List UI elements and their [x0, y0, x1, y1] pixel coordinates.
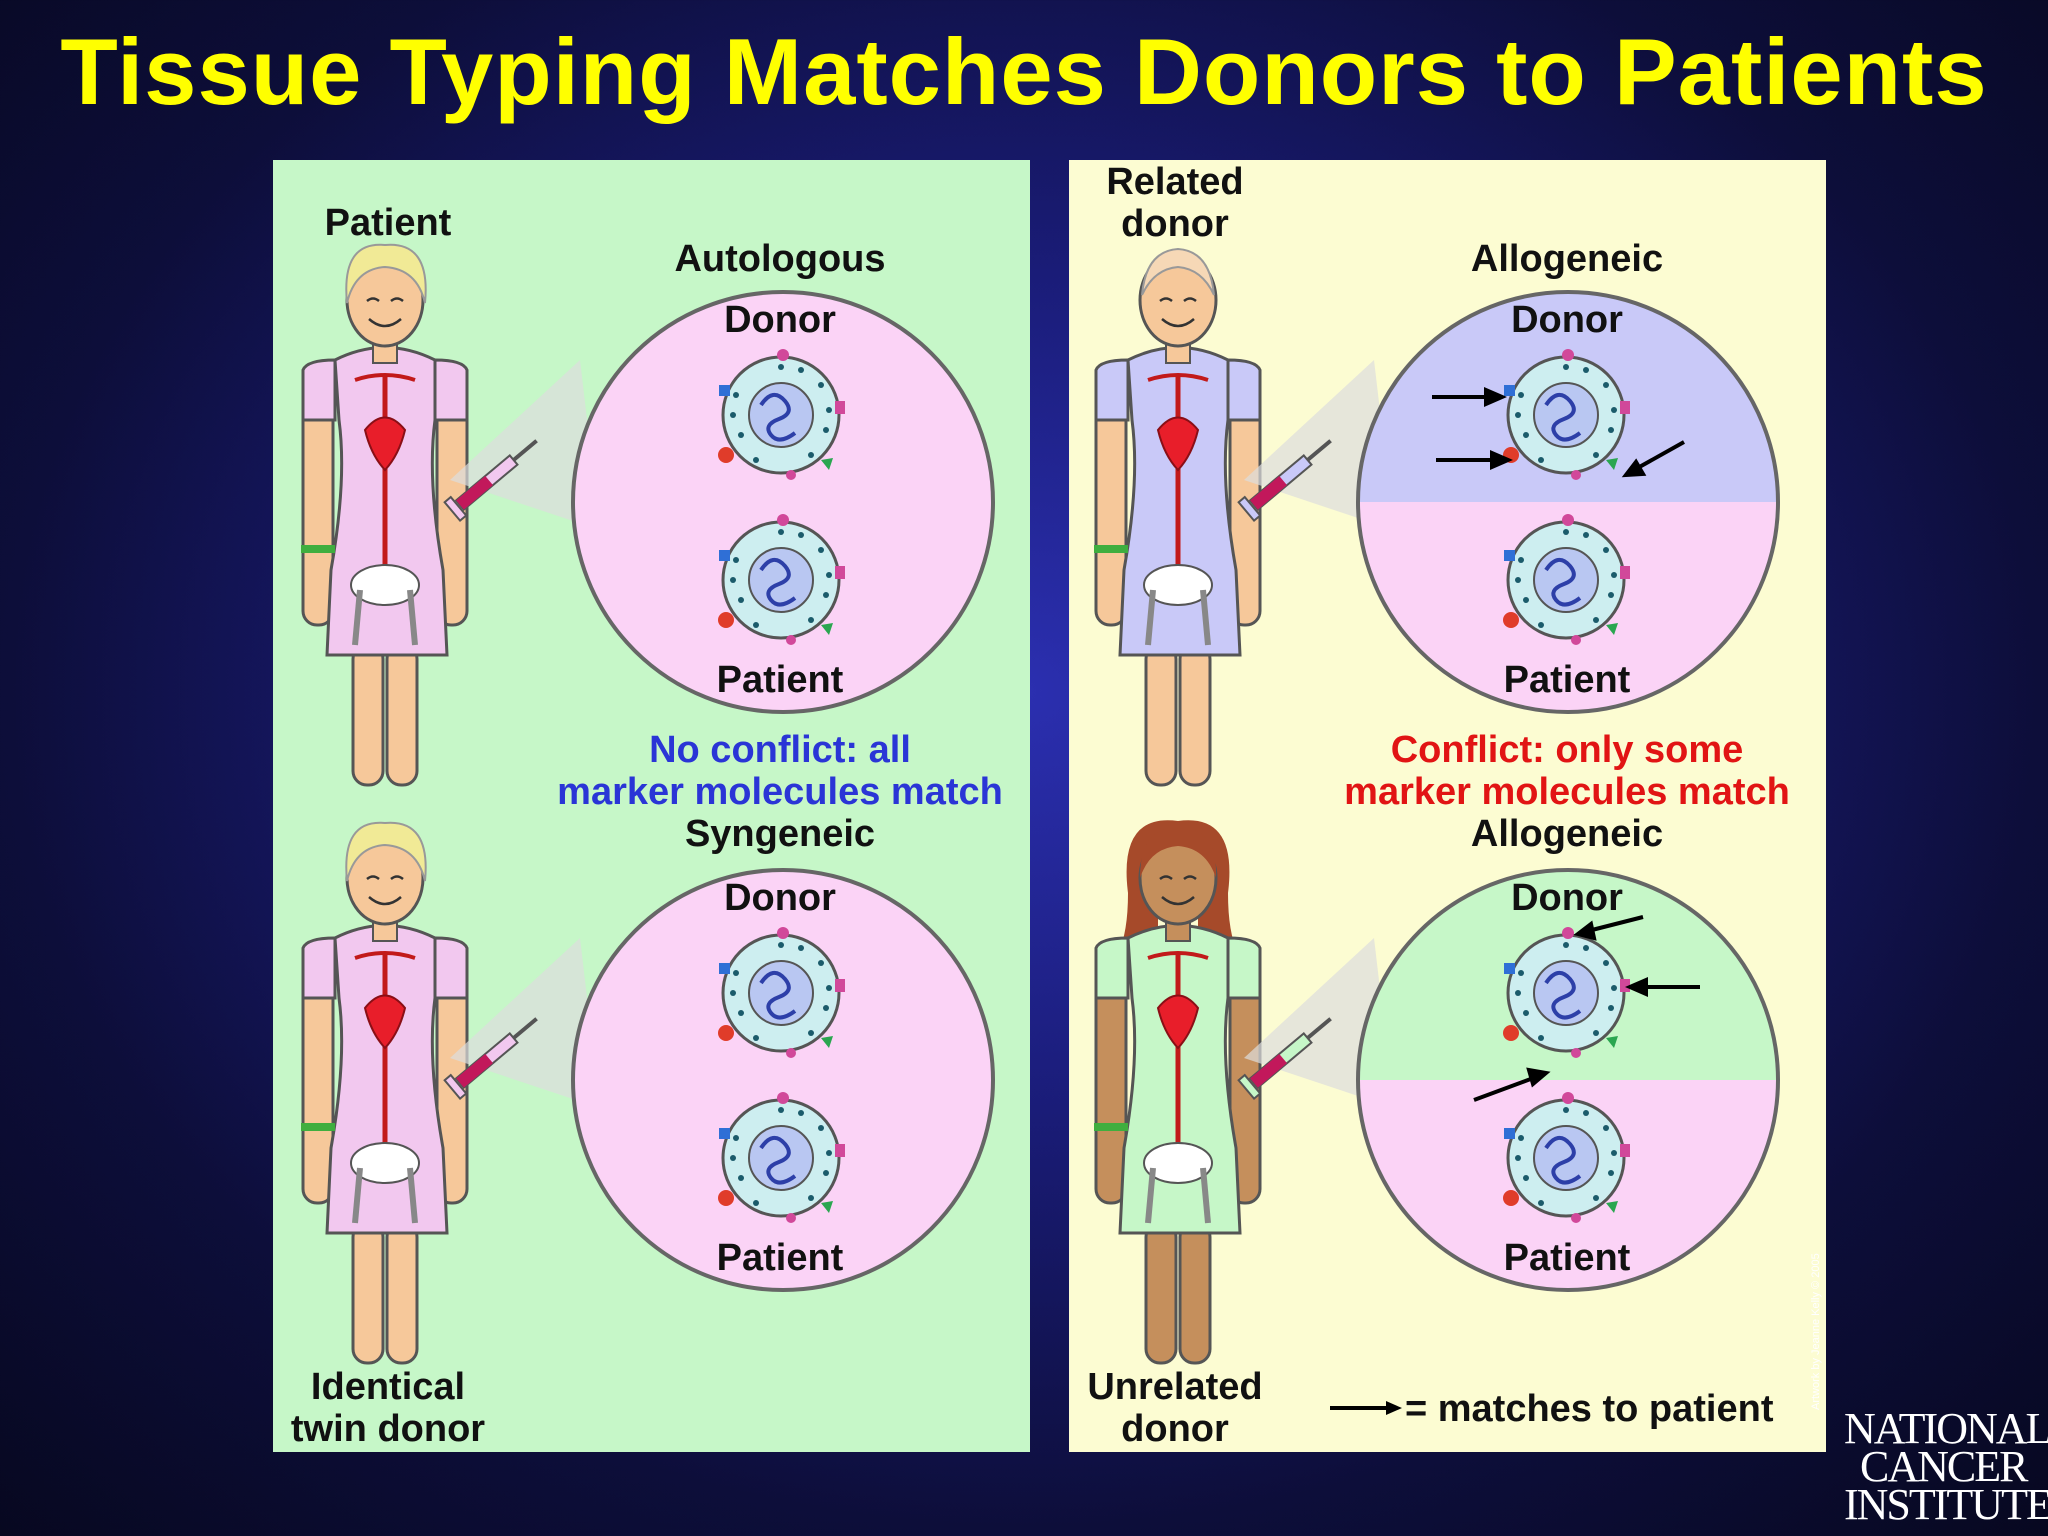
match-arrows-unrelated	[1473, 915, 1700, 1102]
unrelated-donor-figure	[1094, 820, 1262, 1365]
patient-label: Patient	[324, 202, 452, 244]
conflict-message: Conflict: only some marker molecules mat…	[1344, 729, 1790, 813]
autologous-donor-label: Donor	[724, 299, 836, 341]
syringe-icon	[443, 439, 538, 523]
arrow-icon	[1621, 440, 1685, 478]
nci-logo: NATIONAL CANCER INSTITUTE	[1844, 1404, 2048, 1529]
allogeneic-unrelated-circle	[1356, 868, 1780, 1292]
arrow-icon	[1432, 386, 1507, 408]
identical-twin-figure	[301, 821, 469, 1365]
artwork-credit: Artwork by Jeanne Kelly © 2005	[1810, 1253, 1822, 1410]
allogeneic-top-label: Allogeneic	[1470, 238, 1664, 280]
match-arrows-related	[1432, 386, 1685, 478]
syringe-icon	[1237, 1017, 1332, 1101]
unrelated-donor-label: Unrelated donor	[1087, 1366, 1263, 1450]
slide-title: Tissue Typing Matches Donors to Patients	[60, 19, 1988, 124]
syngeneic-label: Syngeneic	[684, 813, 876, 855]
patient-figure	[301, 243, 469, 787]
allogeneic-bottom-patient-label: Patient	[1503, 1237, 1631, 1279]
syngeneic-circle	[571, 868, 995, 1292]
syringe-cone-left-bottom	[443, 938, 600, 1108]
syringe-cone-left-top	[443, 360, 600, 530]
related-donor-label: Related donor	[1106, 161, 1244, 245]
allogeneic-top-donor-label: Donor	[1511, 299, 1623, 341]
allogeneic-bottom-donor-label: Donor	[1511, 877, 1623, 919]
allogeneic-top-patient-label: Patient	[1503, 659, 1631, 701]
syringe-icon	[443, 1017, 538, 1101]
legend-text: = matches to patient	[1405, 1388, 1774, 1430]
autologous-label: Autologous	[674, 238, 886, 280]
syngeneic-patient-label: Patient	[716, 1237, 844, 1279]
syringe-icon	[1237, 439, 1332, 523]
arrow-icon	[1573, 915, 1644, 941]
arrow-icon	[1625, 976, 1700, 998]
arrow-icon	[1436, 449, 1513, 471]
syngeneic-donor-label: Donor	[724, 877, 836, 919]
legend-arrow-icon	[1330, 1401, 1402, 1415]
allogeneic-related-circle	[1356, 290, 1780, 714]
identical-twin-label: Identical twin donor	[290, 1366, 486, 1450]
related-donor-figure	[1094, 247, 1262, 787]
allogeneic-bottom-label: Allogeneic	[1470, 813, 1664, 855]
autologous-circle	[571, 290, 995, 714]
no-conflict-message: No conflict: all marker molecules match	[557, 729, 1003, 813]
autologous-patient-label: Patient	[716, 659, 844, 701]
arrow-icon	[1473, 1067, 1551, 1102]
